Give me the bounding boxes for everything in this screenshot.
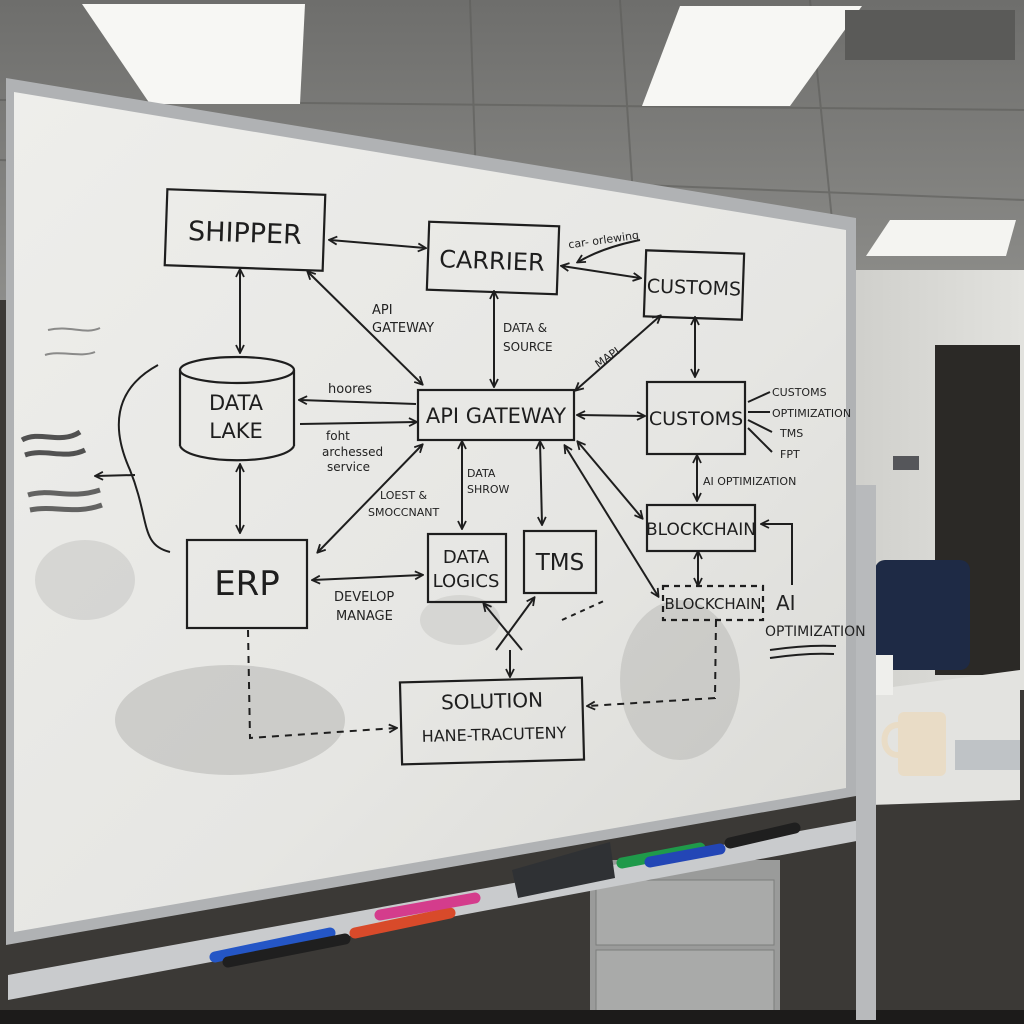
edge-label-data-shrow-line2: SHROW [467,483,510,496]
scribbles [20,327,103,513]
data-logics-label-line1: DATA [443,547,490,568]
whiteboard [6,78,876,1020]
blue-marker [209,927,336,963]
eraser-smudges [35,540,740,775]
ceiling-vent [845,10,1015,60]
side-list-item: OPTIMIZATION [772,407,851,420]
carrier-label: CARRIER [439,245,545,277]
carrier-box [425,220,561,296]
black-marker [724,822,801,849]
tms-label: TMS [535,550,585,576]
red-marker [349,907,456,939]
edge-label-loest-line2: SMOCCNANT [368,506,439,519]
black-marker [222,933,351,968]
edge-label-manage: MANAGE [336,609,393,624]
customs-side-list: CUSTOMS OPTIMIZATION TMS FPT [772,386,851,461]
ceiling-light [866,220,1016,256]
edge-label-foht-line1: foht [326,429,350,443]
edge-label-api-line1: API [372,303,393,318]
edge-label-data-source-line1: DATA & [503,321,547,335]
solution-label-line2: HANE-TRACUTENY [421,723,566,746]
edge-label-develop: DEVELOP [334,590,394,605]
erp-box [185,538,309,630]
laptop [955,740,1020,770]
solution-label-line1: SOLUTION [441,688,544,715]
ai-label-large: AI [776,591,796,615]
diagram-node-text: SHIPPER CARRIER CUSTOMS DATA LAKE API GA… [188,216,762,746]
blockchain-dashed-label: BLOCKCHAIN [664,595,761,613]
customs-mid-label: CUSTOMS [649,408,743,430]
edge-label-foht-line2: archessed [322,445,383,459]
edge-label-hoores: hoores [328,382,372,397]
edge-label-data-source-line2: SOURCE [503,340,553,354]
customs-mid-box [645,380,747,456]
edge-label-foht-line3: service [327,460,370,474]
blue-marker [644,843,726,868]
side-list-item: CUSTOMS [772,386,827,399]
office-chair [875,560,970,670]
edge-label-loest-line1: LOEST & [380,489,428,502]
eraser [512,842,615,898]
blockchain-dashed-box [661,584,765,622]
ceiling-light [642,6,862,106]
api-gateway-box [416,388,576,442]
data-lake-cylinder [178,355,296,462]
edge-label-api-line2: GATEWAY [372,321,434,336]
data-logics-box [426,532,508,604]
wall-switch [893,456,919,470]
customs-top-label: CUSTOMS [646,275,741,300]
data-logics-label-line2: LOGICS [433,571,500,592]
marker-tray-items [209,822,801,968]
data-lake-label-line2: LAKE [209,419,263,443]
data-lake-label-line1: DATA [209,391,264,415]
tms-box [522,529,598,595]
shipper-box [163,188,327,272]
board-surface [14,92,846,932]
paper-cup [875,655,893,695]
diagram-connectors [96,240,837,740]
solution-box [398,676,586,766]
pink-marker [374,892,481,921]
blockchain-label: BLOCKCHAIN [646,520,756,540]
blockchain-box [645,503,757,553]
side-list-item: FPT [780,448,800,461]
optimization-label-large: OPTIMIZATION [765,624,866,640]
edge-label-ai-optimization: AI OPTIMIZATION [703,475,796,488]
ceiling-light [82,4,305,104]
coffee-mug [898,712,946,776]
edge-label-data-shrow-line1: DATA [467,467,496,480]
erp-label: ERP [214,564,280,604]
board-stand [856,485,876,1020]
side-list-item: TMS [779,427,803,440]
diagram-nodes [163,188,765,766]
api-gateway-label: API GATEWAY [426,404,566,428]
shipper-label: SHIPPER [188,216,303,251]
customs-top-box [642,249,746,321]
